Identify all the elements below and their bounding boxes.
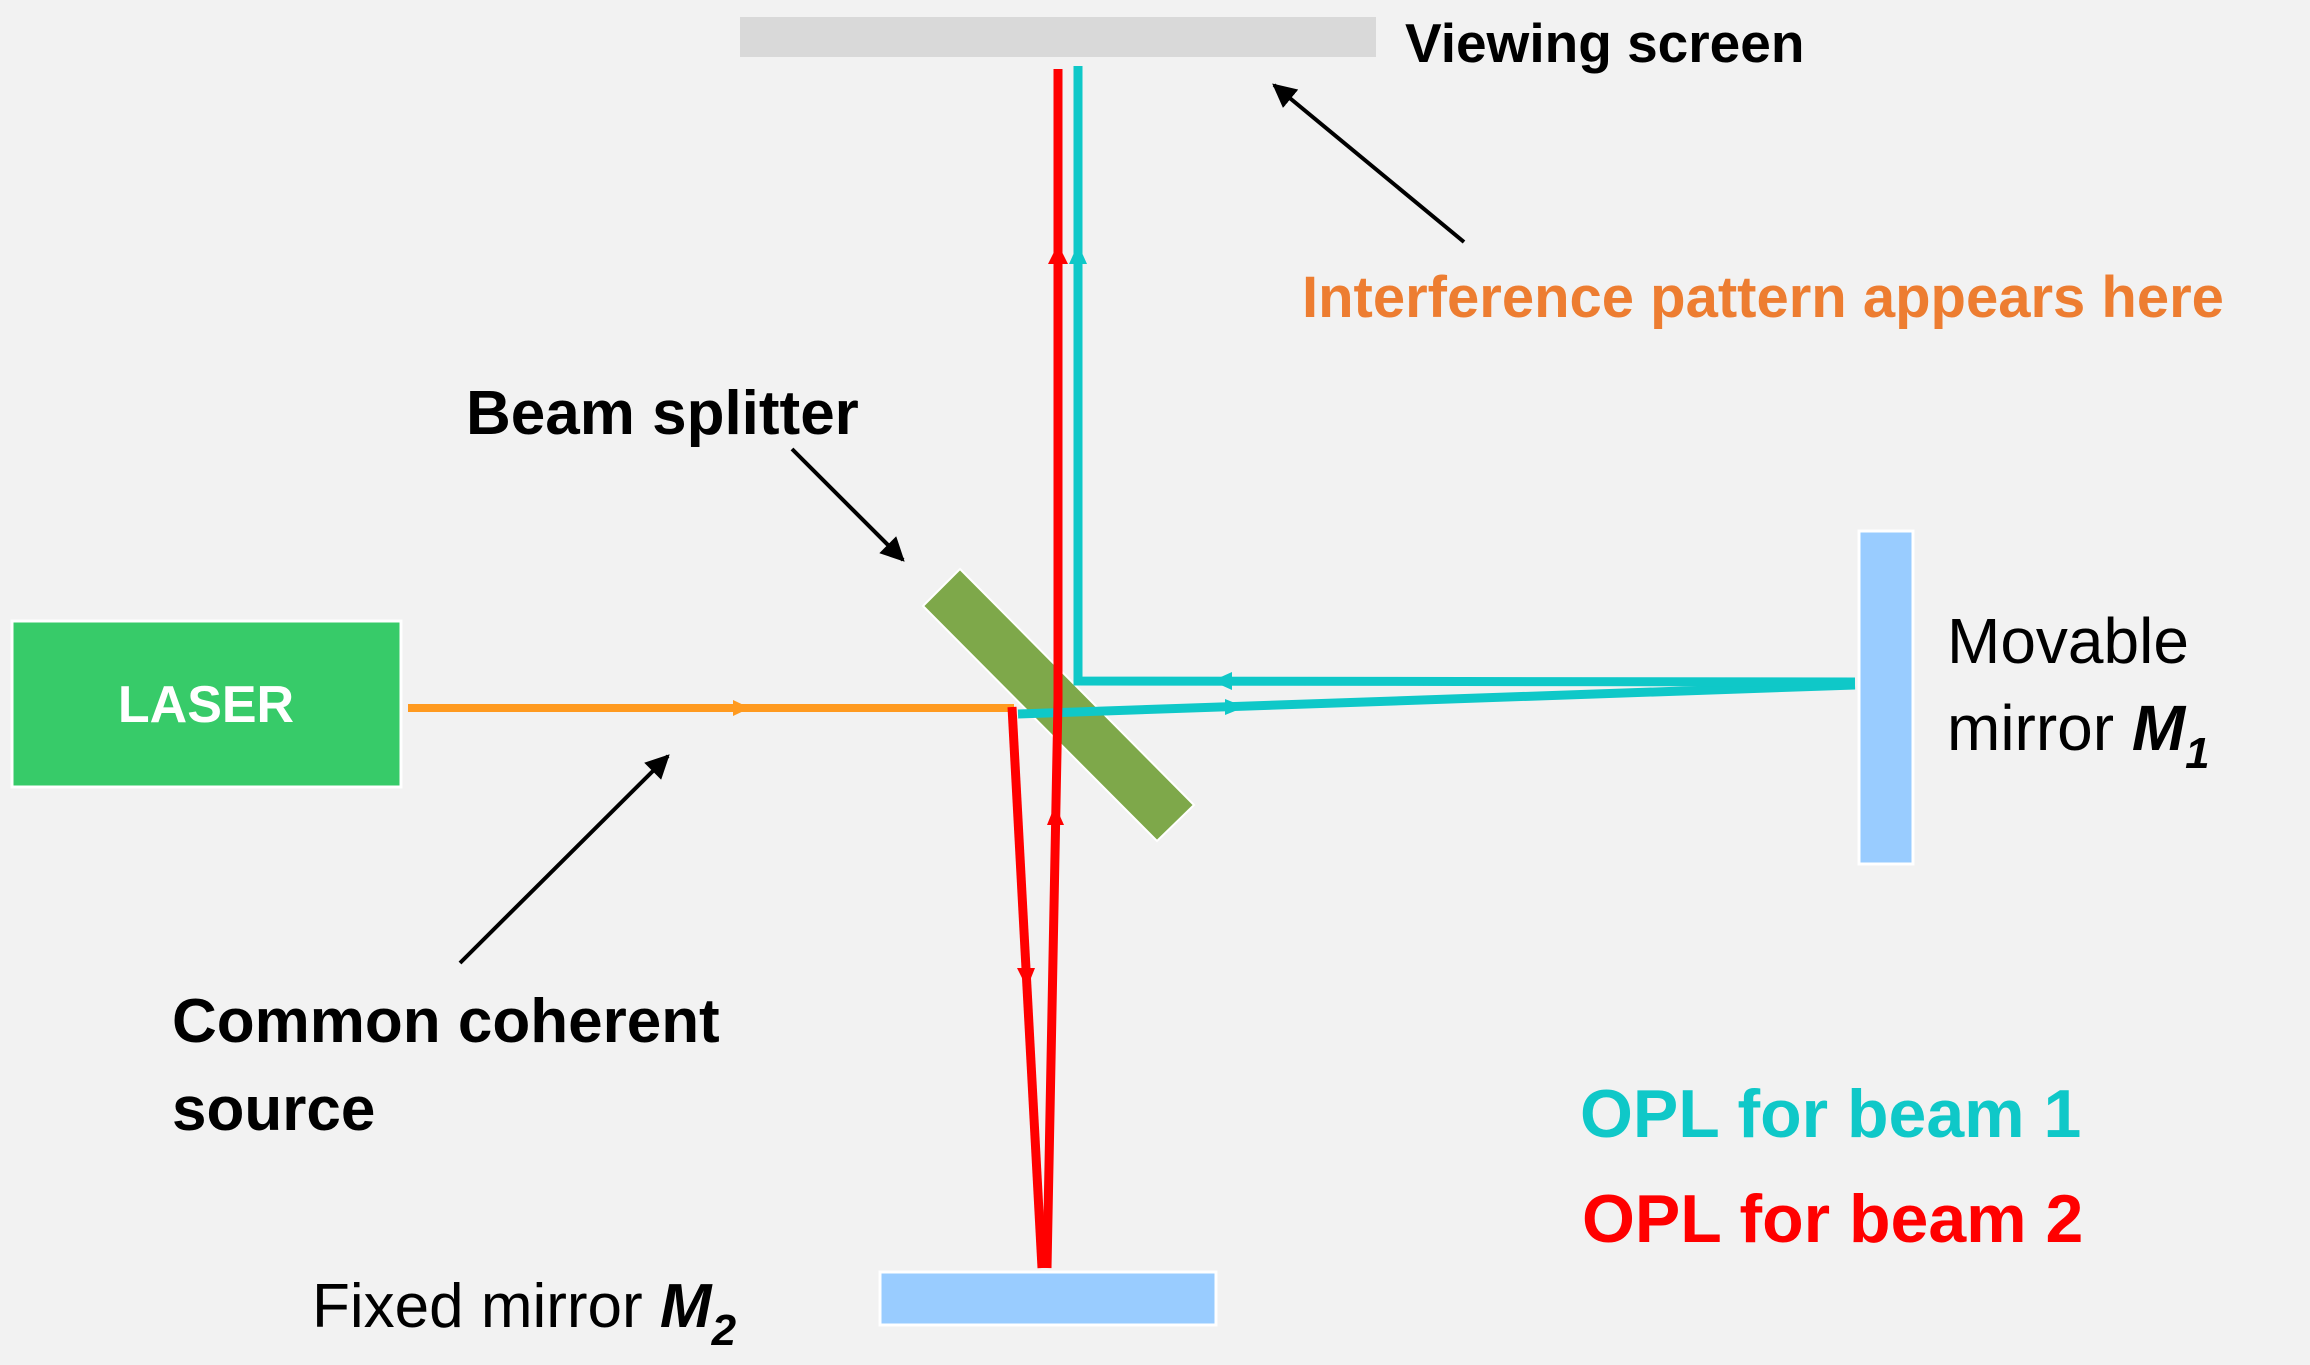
- beam1-up-arrowhead: [1069, 244, 1087, 264]
- beam-splitter-pointer-arrow: [790, 447, 905, 562]
- viewing-screen: [740, 17, 1376, 57]
- fixed-mirror-label: Fixed mirror M2: [312, 1272, 737, 1355]
- beam1-return: [1073, 66, 1856, 687]
- interference-pointer-arrow: [1272, 83, 1466, 244]
- beam1-return-arrowhead: [1212, 672, 1232, 690]
- source-pointer-arrow: [458, 754, 670, 965]
- laser-beam-arrowhead: [733, 700, 750, 716]
- interference-label: Interference pattern appears here: [1302, 265, 2224, 330]
- beam2-return: [1042, 69, 1063, 1269]
- legend-beam1: OPL for beam 1: [1580, 1076, 2081, 1152]
- source-label-line1: Common coherent: [172, 987, 720, 1056]
- viewing-screen-label: Viewing screen: [1405, 12, 1804, 74]
- beam1-out-arrowhead: [1225, 699, 1245, 715]
- beam2-up-arrowhead: [1047, 805, 1064, 825]
- movable-mirror-label: Movable: [1947, 605, 2189, 677]
- beam-splitter-label: Beam splitter: [466, 379, 859, 448]
- beam2-top-arrowhead: [1048, 244, 1068, 264]
- legend-beam2: OPL for beam 2: [1582, 1181, 2083, 1257]
- beam2-down-arrowhead: [1017, 968, 1035, 988]
- movable-mirror-label-2: mirror M1: [1947, 692, 2210, 778]
- laser-source: [10, 619, 403, 789]
- laser-label: LASER: [118, 676, 294, 734]
- movable-mirror-m1: [1857, 529, 1915, 866]
- source-label-line2: source: [172, 1075, 375, 1144]
- beam1-to-m1: [1017, 680, 1856, 719]
- fixed-mirror-m2: [878, 1270, 1218, 1327]
